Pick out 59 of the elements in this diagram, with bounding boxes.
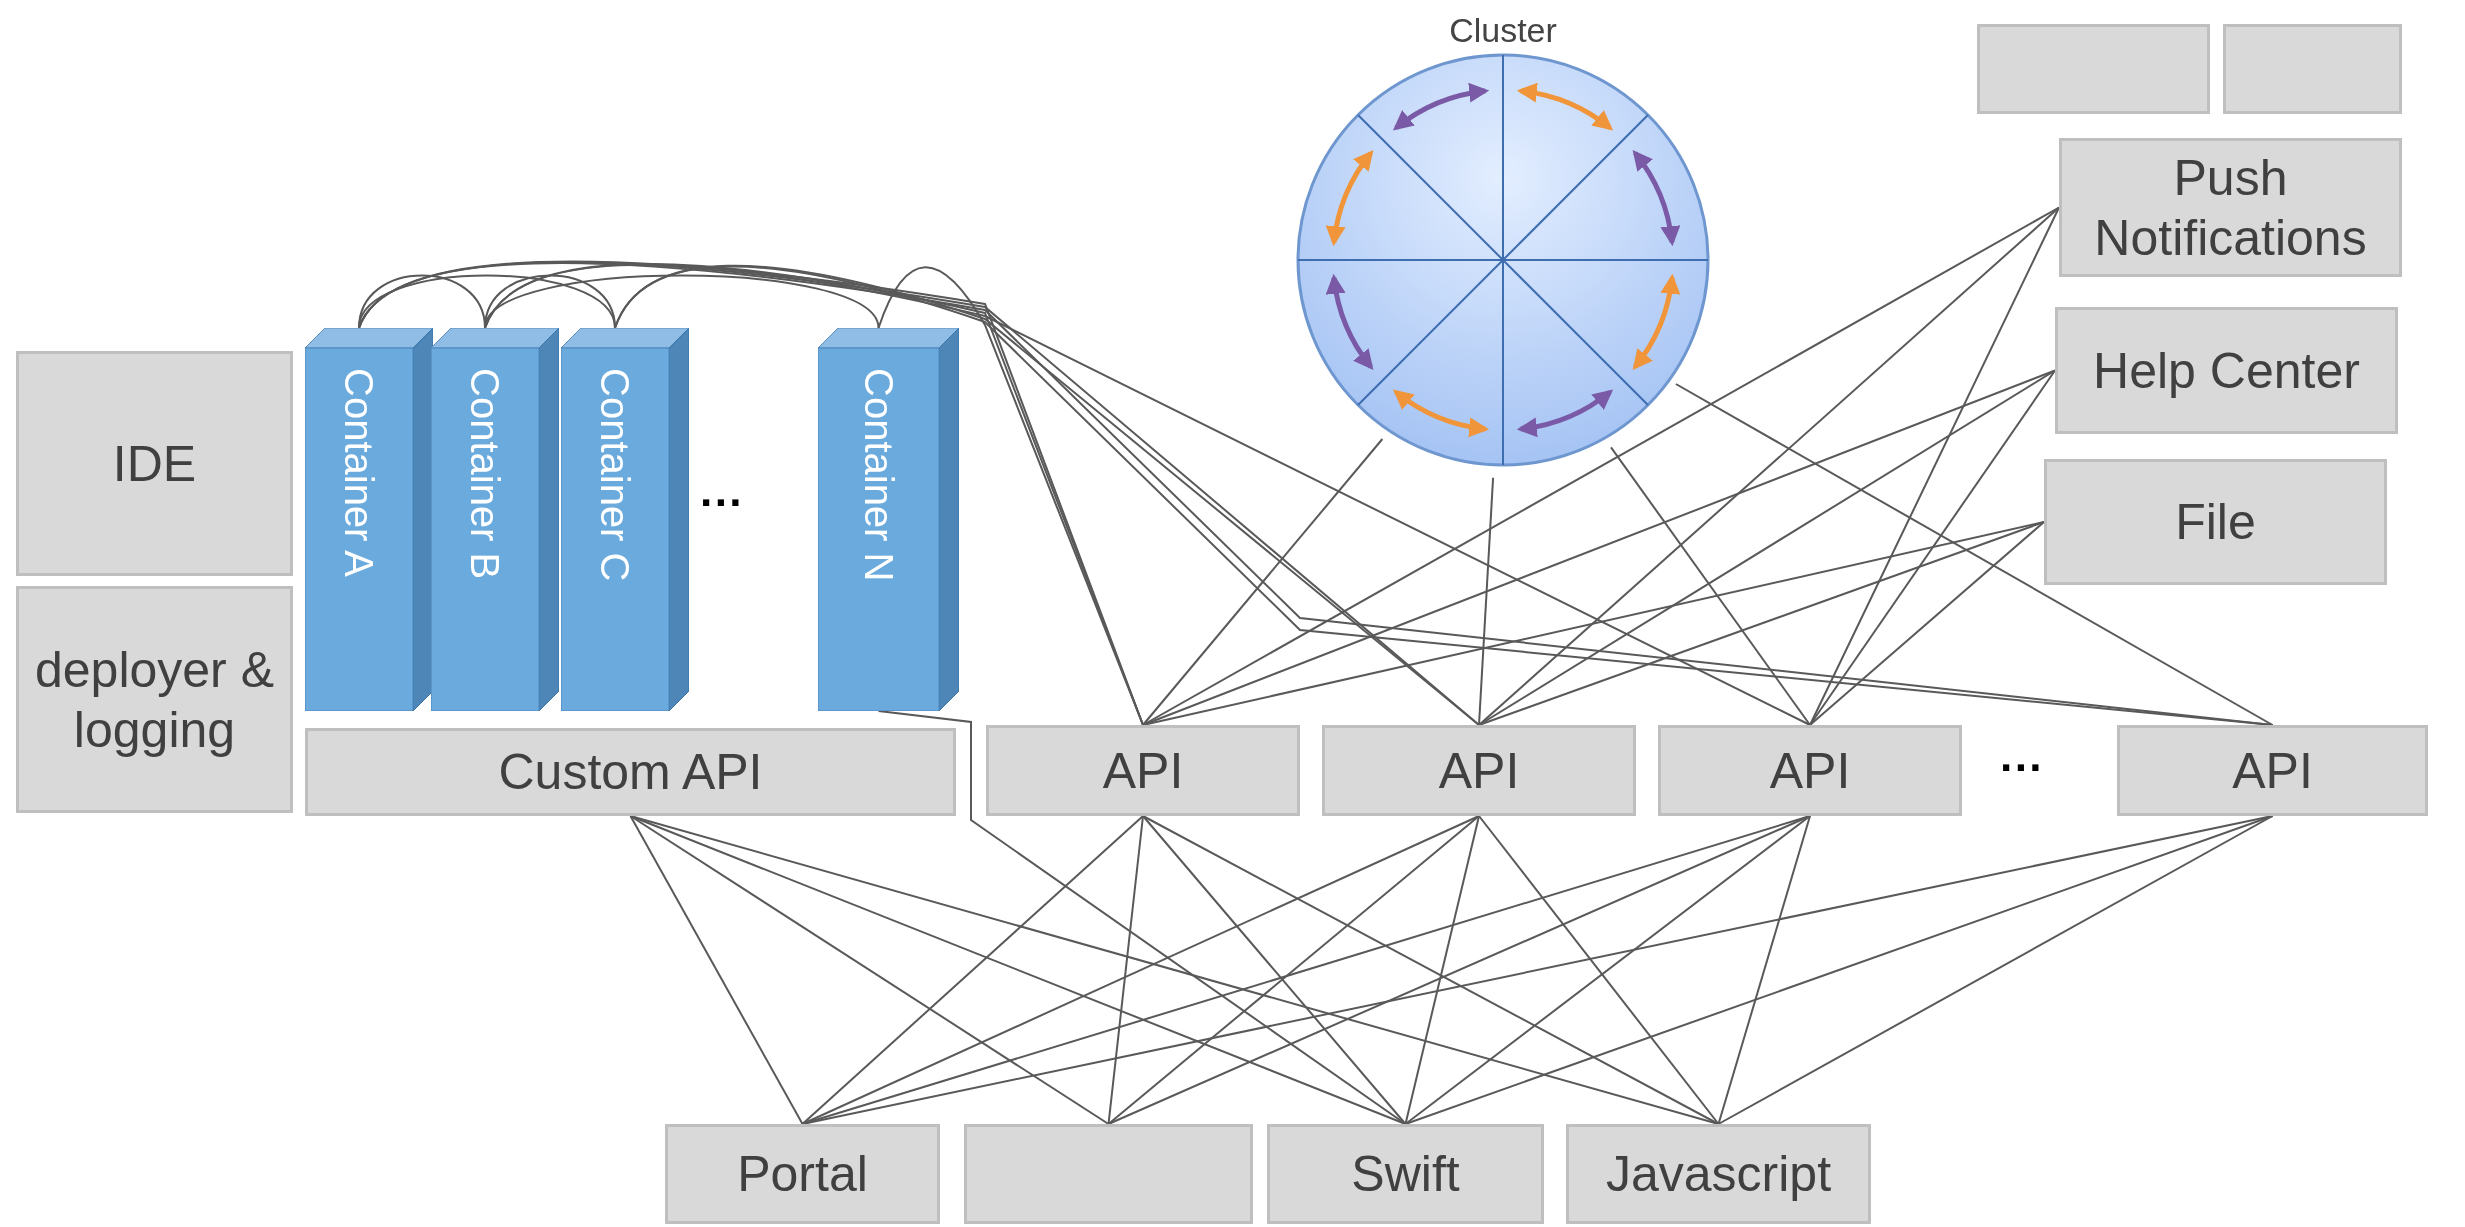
- component-box: [2044, 459, 2387, 585]
- connector-line: [1674, 383, 2274, 726]
- connector-line: [1717, 815, 2274, 1125]
- component-box: [1267, 1124, 1544, 1224]
- container-label: Container A: [339, 368, 379, 578]
- connector-line: [484, 274, 880, 329]
- ellipsis-label: ···: [700, 477, 744, 529]
- connector-line: [1142, 815, 1720, 1125]
- component-box: [665, 1124, 940, 1224]
- connector-line: [1107, 815, 1144, 1125]
- connector-line: [1142, 438, 1384, 726]
- connector-line: [801, 815, 1144, 1125]
- connector-line: [629, 815, 804, 1125]
- connector-line: [1478, 815, 1720, 1125]
- connector-line: [1809, 521, 2045, 726]
- box-label: API: [1102, 741, 1184, 801]
- component-box: [16, 586, 293, 813]
- box-label: API: [1438, 741, 1520, 801]
- connector-line: [484, 274, 616, 329]
- connector-line: [1142, 815, 1407, 1125]
- connector-line: [1404, 815, 1811, 1125]
- component-box: [16, 351, 293, 576]
- box-label: deployer & logging: [33, 640, 275, 760]
- box-label: IDE: [112, 434, 197, 494]
- container-label: Container C: [595, 368, 635, 582]
- connector-line: [484, 264, 1811, 726]
- connector-line: [877, 266, 1144, 726]
- component-box: [964, 1124, 1253, 1224]
- component-box: [305, 728, 956, 816]
- box-label: Swift: [1351, 1145, 1460, 1204]
- component-box: [2059, 138, 2402, 277]
- connector-line: [1404, 815, 1480, 1125]
- component-box: [1566, 1124, 1871, 1224]
- component-box: [2117, 725, 2428, 816]
- box-label: Portal: [737, 1145, 868, 1204]
- ellipsis-label: ···: [2000, 742, 2044, 794]
- component-box: [1658, 725, 1962, 816]
- connector-line: [1610, 446, 1811, 726]
- connector-line: [358, 274, 616, 329]
- box-label: File: [2175, 493, 2256, 552]
- component-box: [2055, 307, 2398, 434]
- component-box: [1977, 24, 2210, 114]
- component-box: [986, 725, 1300, 816]
- box-label: API: [2232, 741, 2313, 801]
- container-label: Container N: [858, 368, 899, 582]
- connector-line: [1717, 815, 1811, 1125]
- box-label: Custom API: [498, 743, 763, 802]
- connector-line: [1107, 815, 1480, 1125]
- box-label: Help Center: [2093, 341, 2360, 401]
- connector-line: [1478, 476, 1495, 726]
- container-label: Container B: [465, 368, 505, 580]
- component-box: [2223, 24, 2402, 114]
- connector-line: [1809, 369, 2056, 726]
- box-label: Push Notifications: [2093, 148, 2368, 268]
- box-label: API: [1769, 741, 1851, 801]
- box-label: Javascript: [1605, 1145, 1832, 1204]
- cluster-title: Cluster: [1449, 10, 1557, 51]
- component-box: [1322, 725, 1636, 816]
- connector-line: [1478, 206, 2060, 726]
